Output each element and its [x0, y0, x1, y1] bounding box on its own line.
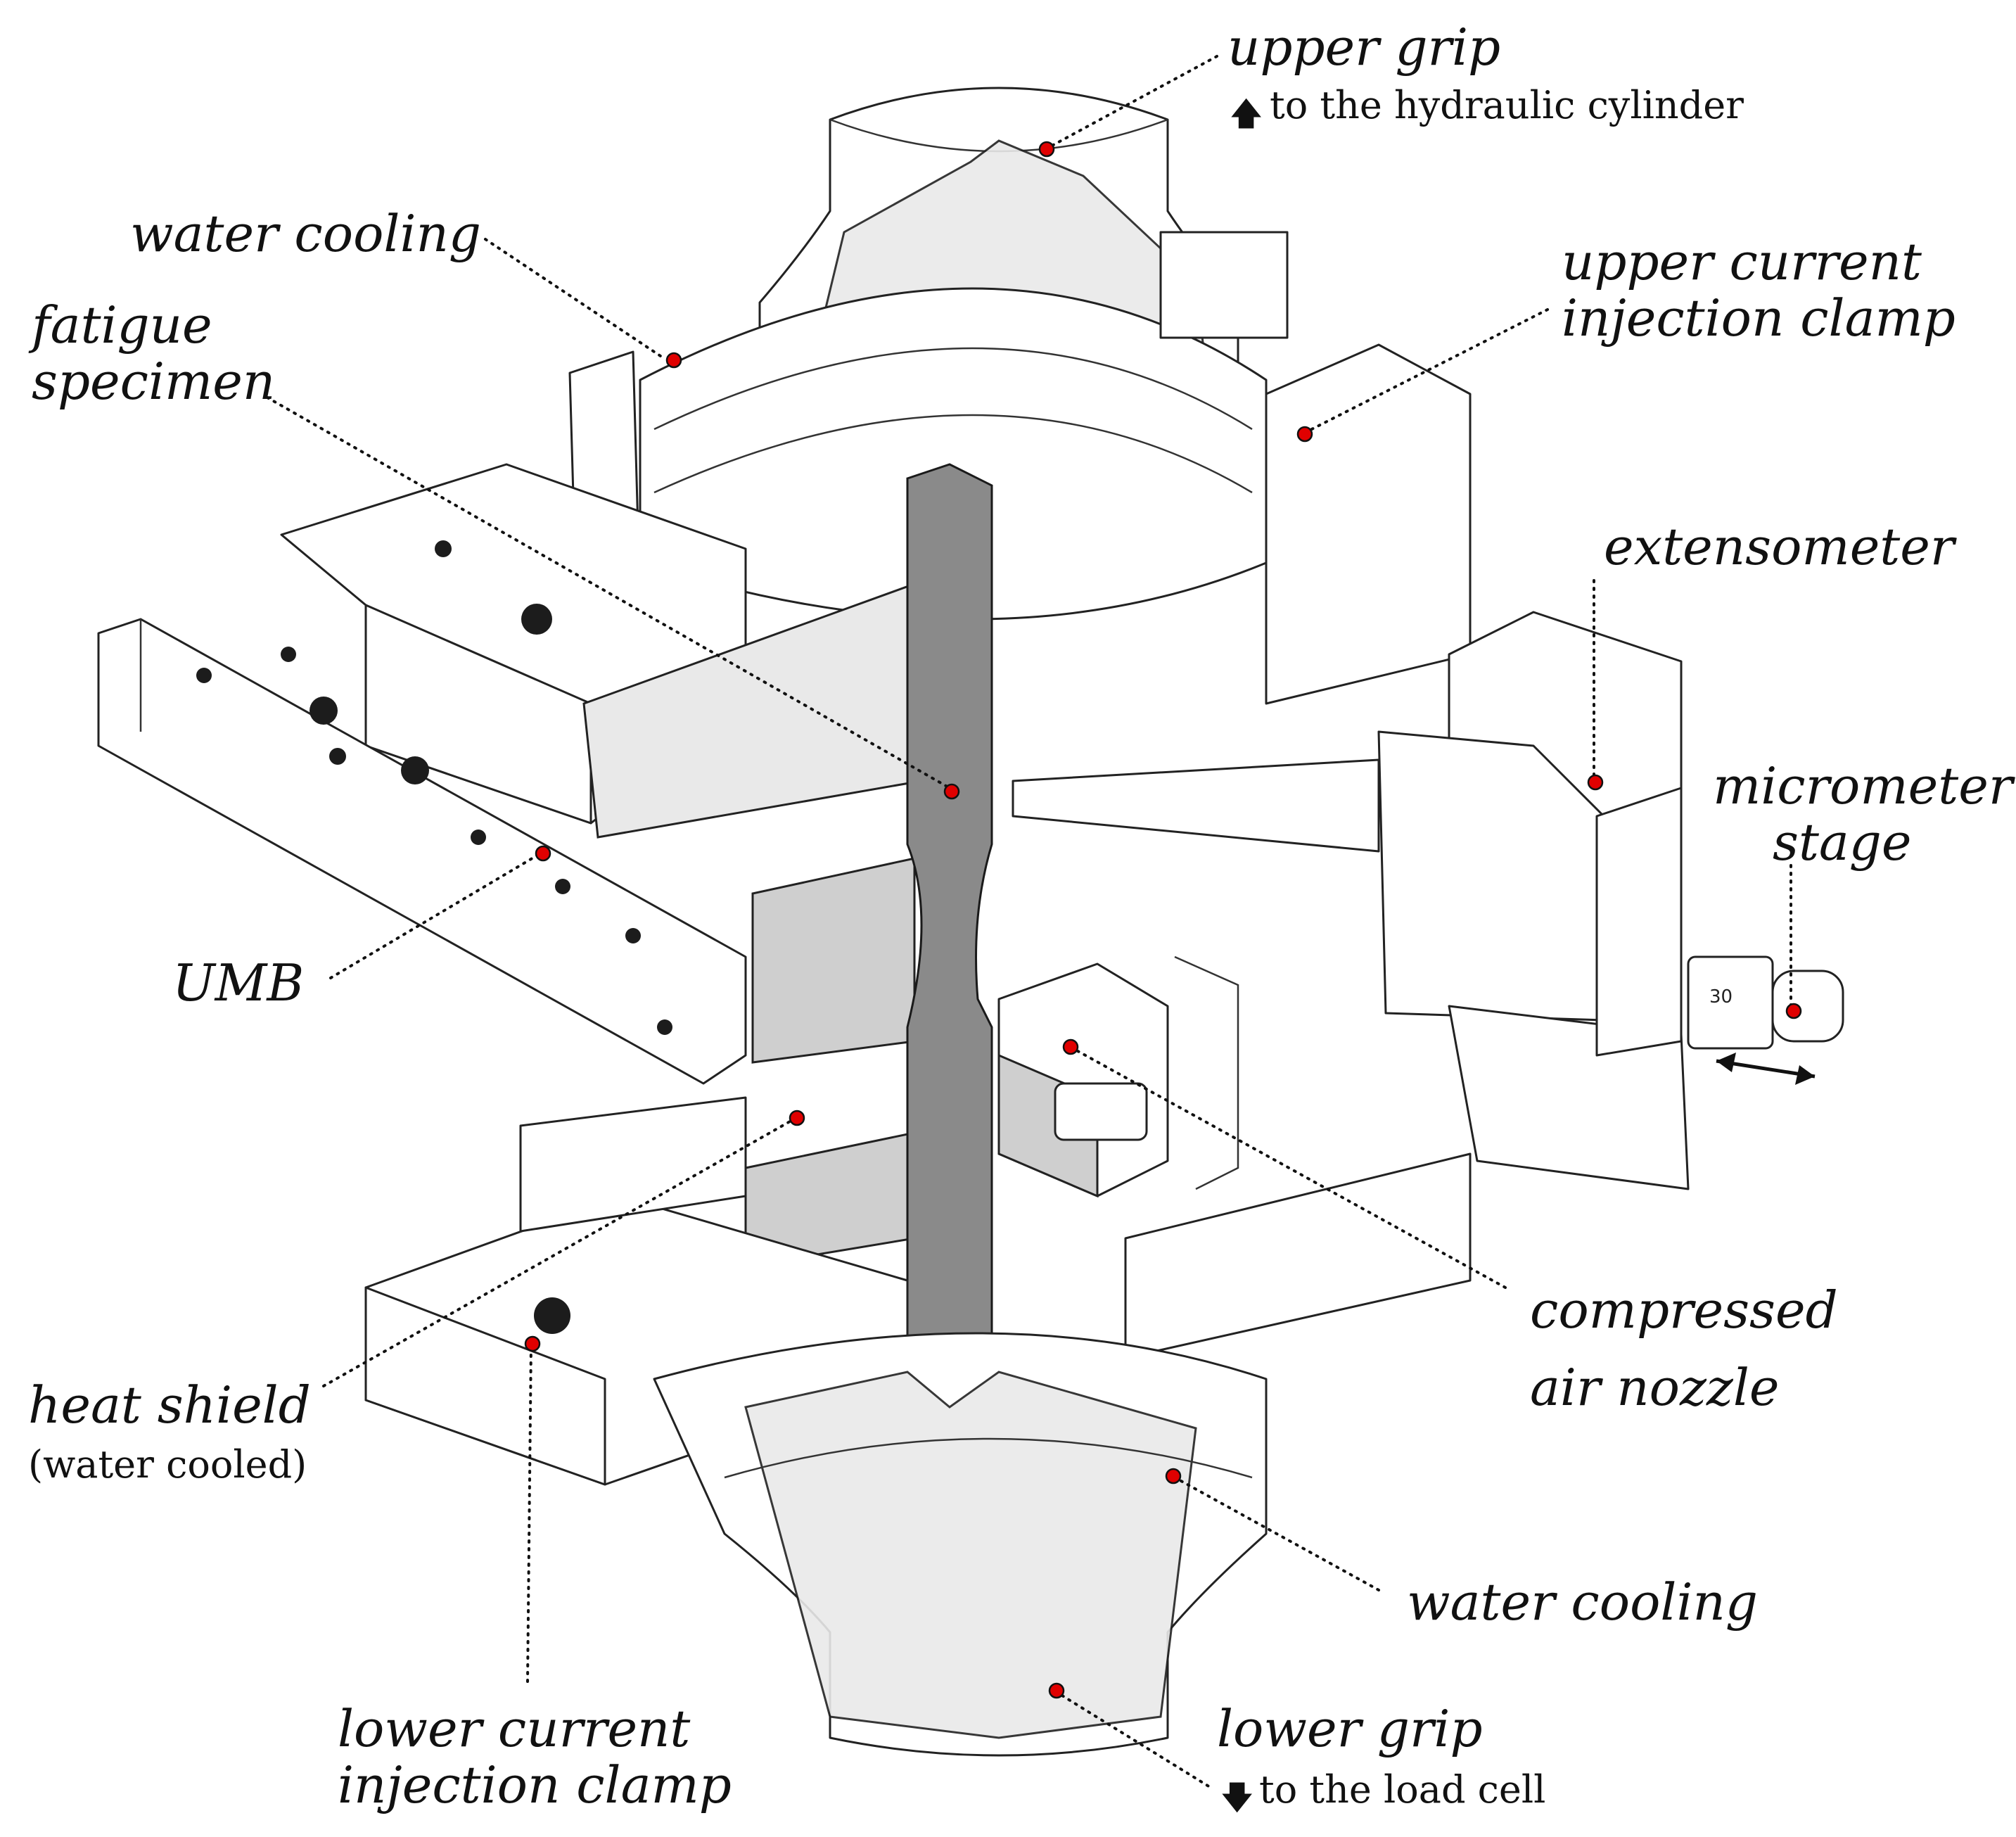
nozzle-shape — [997, 955, 1239, 1198]
marker-nozzle — [1062, 1038, 1079, 1055]
arrow-up-icon: 🡅 — [1230, 94, 1263, 132]
label-compressed-line1: compressed — [1530, 1280, 1838, 1340]
note-lower-grip: to the load cell — [1259, 1767, 1546, 1812]
double-arrow-icon — [1716, 1053, 1816, 1085]
heat-shield-plates — [582, 582, 923, 1268]
label-lower-clamp-line2: injection clamp — [338, 1755, 732, 1814]
marker-specimen — [943, 783, 960, 800]
marker-upper-grip — [1038, 141, 1055, 158]
label-upper-clamp-line1: upper current — [1562, 232, 1922, 291]
note-heat-shield: (water cooled) — [28, 1442, 307, 1487]
label-umb: UMB — [172, 953, 305, 1012]
marker-lower-grip — [1048, 1682, 1065, 1699]
marker-umb — [535, 845, 551, 862]
marker-water-cooling-top — [665, 352, 682, 369]
leader-lines — [266, 55, 1792, 1788]
label-fatigue-line1: fatigue — [32, 295, 212, 355]
marker-heat-shield — [789, 1110, 805, 1126]
label-compressed-line2: air nozzle — [1530, 1358, 1780, 1417]
specimen-shape — [906, 463, 993, 1409]
label-upper-grip: upper grip — [1227, 18, 1501, 77]
lower-grip-shape — [653, 1332, 1268, 1757]
label-lower-clamp-line1: lower current — [338, 1699, 691, 1758]
marker-extensometer — [1587, 774, 1604, 791]
label-micrometer-line1: micrometer — [1713, 756, 2013, 815]
label-fatigue-line2: specimen — [32, 352, 276, 411]
marker-micrometer — [1785, 1003, 1802, 1019]
marker-water-cooling-bottom — [1165, 1468, 1182, 1485]
label-extensometer: extensometer — [1604, 517, 1955, 576]
label-upper-clamp-line2: injection clamp — [1562, 288, 1956, 348]
label-micrometer-line2: stage — [1773, 813, 1912, 872]
marker-upper-clamp — [1296, 426, 1313, 443]
label-heat-shield: heat shield — [28, 1375, 311, 1435]
marker-lower-clamp — [524, 1335, 541, 1352]
marker-dots — [524, 141, 1802, 1699]
umb-rail-shape — [97, 618, 747, 1085]
label-water-cooling-bottom: water cooling — [1407, 1572, 1758, 1632]
arrow-down-icon: 🡇 — [1220, 1779, 1254, 1817]
extensometer-shape: 30 — [1012, 611, 1844, 1190]
label-lower-grip: lower grip — [1217, 1699, 1483, 1758]
micrometer-scale: 30 — [1709, 986, 1733, 1008]
note-upper-grip: to the hydraulic cylinder — [1270, 83, 1744, 127]
label-water-cooling-top: water cooling — [130, 204, 481, 263]
